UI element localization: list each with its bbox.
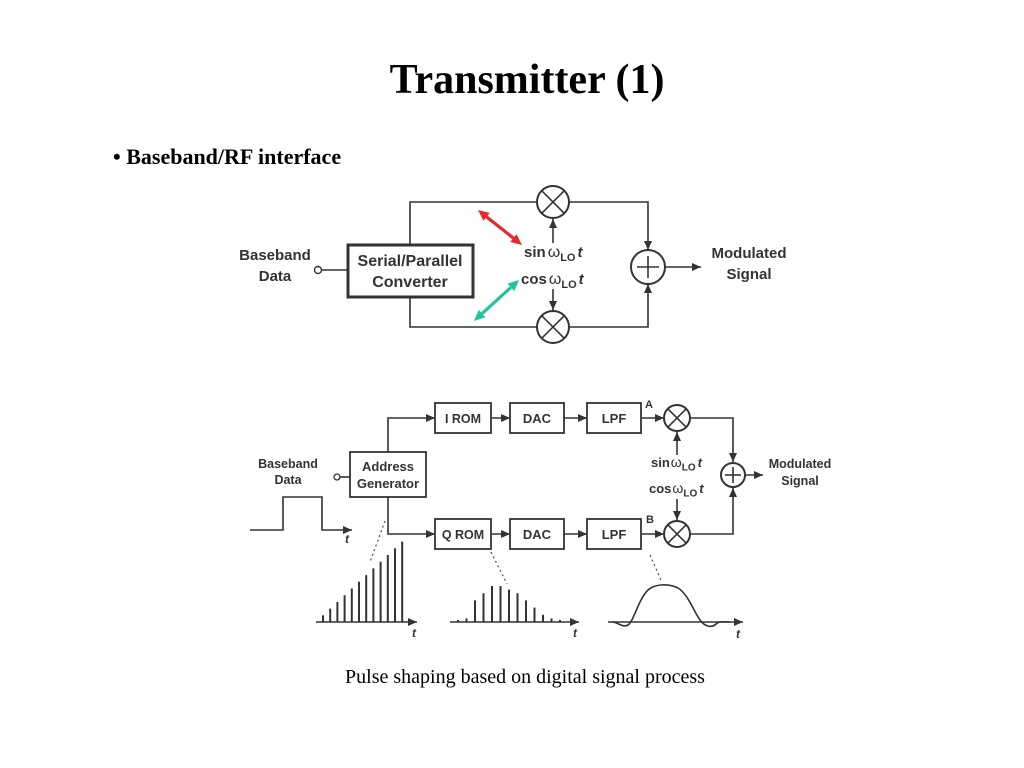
data-label: Data xyxy=(274,473,302,487)
top-block-diagram: Baseband Data Serial/Parallel Converter … xyxy=(239,185,787,344)
i-lpf-box xyxy=(586,402,642,434)
mixer-cross-stroke xyxy=(541,315,565,339)
lower-mixer-output-wire xyxy=(569,284,652,328)
cos-highlight-double-arrow xyxy=(474,280,519,321)
baseband-label: Baseband xyxy=(239,247,311,264)
sin-function: sin xyxy=(651,455,670,470)
i-mixer-output-wire xyxy=(690,417,737,462)
i-dac-box xyxy=(509,402,565,434)
baseband-label: Baseband xyxy=(258,457,318,471)
address-generator-label-line2: Generator xyxy=(357,476,419,491)
signal-label: Signal xyxy=(781,474,819,488)
q-mixer xyxy=(663,520,691,548)
sin-highlight-double-arrow xyxy=(478,210,522,245)
i-lpf-label: LPF xyxy=(602,411,627,426)
time-variable: t xyxy=(579,271,585,288)
filter-probe-dotted-line xyxy=(649,554,662,581)
adder xyxy=(630,249,666,285)
slide-title: Transmitter (1) xyxy=(389,57,665,103)
time-axis-label: t xyxy=(736,627,741,641)
data-label: Data xyxy=(259,268,292,285)
converter-label-line2: Converter xyxy=(372,274,448,291)
highlight-arrowhead xyxy=(474,309,486,321)
rom-samples-plot: t xyxy=(450,586,579,640)
i-dac-label: DAC xyxy=(523,411,552,426)
lo-subscript: LO xyxy=(560,252,576,264)
upper-mixer xyxy=(536,185,570,219)
highlight-shaft xyxy=(485,215,515,240)
node-a-label: A xyxy=(645,399,653,411)
time-variable: t xyxy=(699,481,704,496)
time-axis-label: t xyxy=(345,532,350,546)
q-lpf-box xyxy=(586,518,642,550)
baseband-pulse-sketch: t xyxy=(250,496,352,546)
converter-label-line1: Serial/Parallel xyxy=(358,253,463,270)
highlight-arrowhead xyxy=(478,210,490,221)
cos-function: cos xyxy=(649,481,671,496)
bullet-item: Baseband/RF interface xyxy=(113,144,341,170)
q-path-wire xyxy=(387,497,435,538)
modulated-label: Modulated xyxy=(769,457,832,471)
highlight-arrowhead xyxy=(507,280,519,292)
i-rom-label: I ROM xyxy=(445,412,481,426)
upper-branch-wire xyxy=(409,201,537,245)
lo-subscript: LO xyxy=(682,463,696,474)
sin-function: sin xyxy=(524,244,546,261)
mixer-cross-stroke xyxy=(667,408,687,428)
square-pulse xyxy=(250,496,352,534)
time-variable: t xyxy=(698,455,703,470)
i-path-wire xyxy=(387,414,435,452)
address-samples-plot: t xyxy=(316,541,417,640)
input-terminal xyxy=(313,265,323,275)
time-axis-label: t xyxy=(412,626,417,640)
bottom-block-diagram: Baseband Data Address Generator I ROM DA… xyxy=(250,399,831,641)
upper-mixer-output-wire xyxy=(569,201,652,250)
smoothed-pulse-curve xyxy=(611,584,731,628)
q-rom-box xyxy=(434,518,492,550)
q-lpf-label: LPF xyxy=(602,527,627,542)
filtered-pulse-plot: t xyxy=(608,584,743,641)
time-variable: t xyxy=(577,244,583,261)
adder xyxy=(720,462,746,488)
q-dac-label: DAC xyxy=(523,527,552,542)
input-terminal xyxy=(333,473,341,481)
omega-symbol: ω xyxy=(549,271,562,288)
omega-symbol: ω xyxy=(548,244,561,261)
highlight-arrowhead xyxy=(510,234,522,245)
lo-subscript: LO xyxy=(561,279,577,291)
address-stems xyxy=(322,541,404,622)
rom-stems xyxy=(457,586,561,622)
address-probe-dotted-line xyxy=(369,520,386,563)
node-b-label: B xyxy=(646,514,654,526)
highlight-shaft xyxy=(481,286,512,315)
lower-mixer xyxy=(536,310,570,344)
modulated-label: Modulated xyxy=(712,245,787,262)
q-rom-label: Q ROM xyxy=(442,528,484,542)
i-mixer xyxy=(663,404,691,432)
mixer-cross-stroke xyxy=(667,524,687,544)
mixer-cross-stroke xyxy=(541,190,565,214)
rom-probe-dotted-line xyxy=(490,551,508,585)
cos-function: cos xyxy=(521,271,547,288)
i-rom-box xyxy=(434,402,492,434)
omega-symbol: ω xyxy=(671,454,682,470)
q-mixer-output-wire xyxy=(690,488,737,535)
signal-label: Signal xyxy=(726,266,771,283)
lo-subscript: LO xyxy=(683,489,697,500)
address-generator-label-line1: Address xyxy=(362,459,414,474)
figure-caption: Pulse shaping based on digital signal pr… xyxy=(345,666,705,688)
lower-branch-wire xyxy=(409,297,537,328)
omega-symbol: ω xyxy=(672,480,683,496)
time-axis-label: t xyxy=(573,626,578,640)
